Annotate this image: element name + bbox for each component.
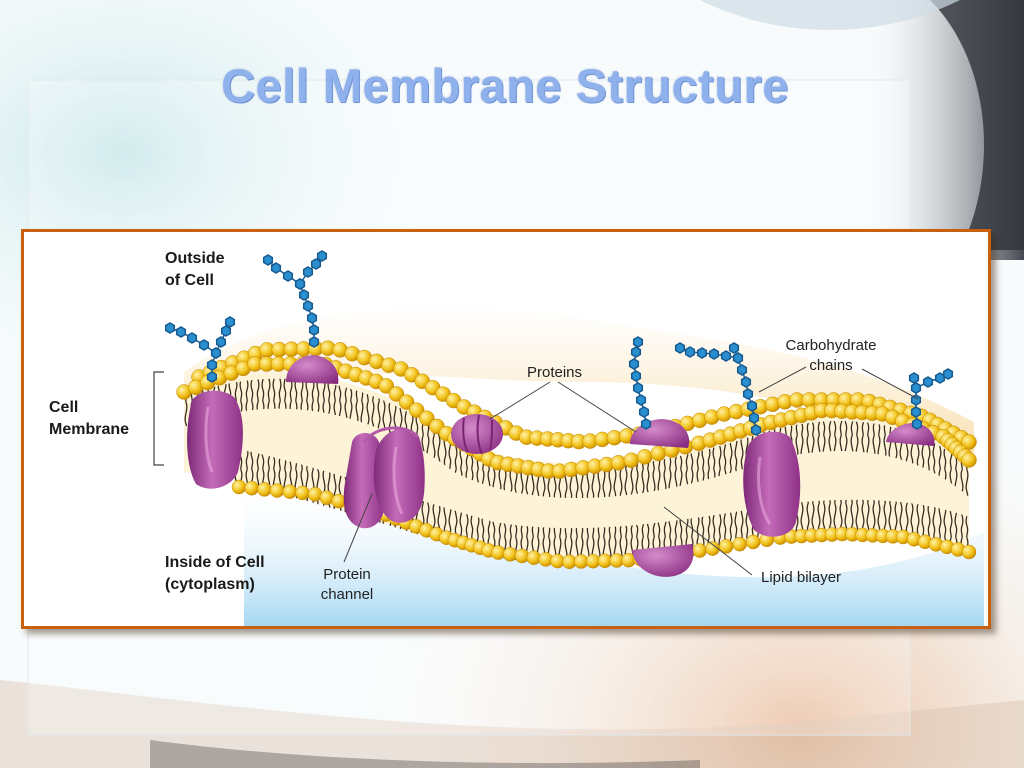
sugar-unit [186, 332, 198, 344]
lipid-heads-upper [176, 356, 977, 479]
sugar-unit [308, 336, 320, 348]
sugar-unit [302, 266, 314, 278]
sugar-unit [630, 370, 642, 382]
label-inside-of-cell: Inside of Cell (cytoplasm) [165, 554, 265, 593]
sugar-unit [198, 339, 210, 351]
sugar-unit [206, 359, 218, 371]
sugar-unit [638, 406, 650, 418]
sugar-unit [908, 372, 920, 384]
label-proteins: Proteins [527, 364, 583, 381]
lipid-head [378, 378, 395, 394]
membrane-sheen [184, 306, 974, 462]
lipid-head [257, 482, 272, 497]
cytoplasm-glow [244, 482, 984, 626]
lipid-tails-upper [184, 378, 969, 499]
lipid-head [269, 483, 285, 498]
sugar-unit [635, 394, 647, 406]
sugar-unit [740, 376, 752, 388]
protein-globular-middle [451, 414, 503, 455]
slide-title: Cell Membrane Structure [221, 59, 789, 112]
sugar-unit [748, 412, 760, 424]
lipid-head [295, 485, 310, 501]
membrane-bracket [153, 371, 164, 466]
sugar-unit [215, 336, 227, 348]
sugar-unit [911, 418, 923, 430]
sugar-unit [708, 348, 720, 360]
diagram-frame: Outside of Cell Cell Membrane Inside of … [21, 229, 991, 629]
sugar-unit [630, 346, 642, 358]
label-lipid-bilayer: Lipid bilayer [761, 569, 842, 586]
sugar-unit [270, 262, 282, 274]
sugar-unit [210, 347, 222, 359]
label-carbohydrate-chains: Carbohydrate chains [785, 337, 877, 374]
lipid-head [408, 402, 425, 418]
sugar-unit [175, 326, 187, 338]
sugar-unit [306, 312, 318, 324]
sugar-unit [224, 316, 236, 328]
lipid-head [692, 543, 707, 558]
carbohydrate-chains [164, 250, 954, 436]
sugar-unit [696, 347, 708, 359]
sugar-unit [628, 358, 640, 370]
sugar-unit [164, 322, 176, 334]
sugar-unit [640, 418, 652, 430]
label-protein-channel: Protein channel [320, 566, 374, 603]
lipid-heads-back [191, 340, 977, 450]
sugar-unit [302, 300, 314, 312]
sugar-unit [732, 352, 744, 364]
lipid-head [244, 480, 259, 496]
lipid-head [650, 445, 667, 462]
sugar-unit [298, 289, 310, 301]
lipid-head [961, 434, 977, 450]
protein-dome-right [886, 422, 935, 446]
sugar-unit [922, 376, 934, 388]
label-outside-of-cell: Outside of Cell [165, 250, 225, 289]
protein-right-transmembrane [743, 431, 801, 537]
lipid-head [961, 544, 977, 560]
sugar-unit [750, 424, 762, 436]
membrane-illustration [153, 250, 984, 626]
lipid-head [623, 452, 640, 468]
lipid-head [732, 536, 747, 552]
sugar-unit [206, 371, 218, 383]
protein-channel [343, 426, 425, 529]
sugar-unit [308, 324, 320, 336]
pointer-lines [343, 366, 919, 576]
sugar-unit [684, 346, 696, 358]
sugar-unit [746, 400, 758, 412]
sugar-unit [674, 342, 686, 354]
chain-link [267, 259, 301, 285]
sugar-unit [910, 394, 922, 406]
sugar-unit [736, 364, 748, 376]
sugar-unit [282, 270, 294, 282]
label-cell-membrane: Cell Membrane [49, 399, 130, 438]
sugar-unit [728, 342, 740, 354]
sugar-unit [310, 258, 322, 270]
sugar-unit [220, 325, 232, 337]
sugar-unit [294, 278, 306, 290]
sugar-unit [910, 382, 922, 394]
sugar-unit [742, 388, 754, 400]
lipid-head [231, 479, 247, 495]
protein-bottom-center [632, 544, 694, 577]
protein-left-transmembrane [187, 390, 243, 489]
lipid-head [961, 452, 977, 468]
sugar-unit [316, 250, 328, 262]
lipid-head [745, 534, 761, 550]
lipid-head [610, 455, 627, 471]
sugar-unit [262, 254, 274, 266]
lipid-head [282, 484, 298, 499]
sugar-unit [632, 382, 644, 394]
protein-dome-left [286, 355, 339, 384]
lipid-head [637, 449, 653, 465]
sugar-unit [942, 368, 954, 380]
sugar-unit [632, 336, 644, 348]
sugar-unit [720, 350, 732, 362]
sugar-unit [910, 406, 922, 418]
